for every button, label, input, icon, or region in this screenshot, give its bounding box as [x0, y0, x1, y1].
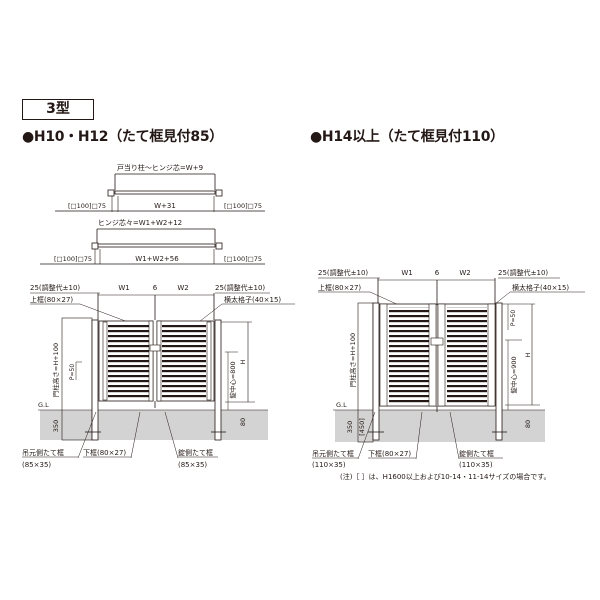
plan-single: 戸当り柱～ヒンジ芯=W+9 W+31 [□100]□75 [□100]□75	[55, 163, 265, 212]
svg-text:[□100]□75: [□100]□75	[224, 202, 262, 210]
svg-text:[□100]□75: [□100]□75	[224, 255, 262, 263]
svg-text:350: 350	[346, 421, 354, 433]
svg-text:[450]: [450]	[358, 418, 366, 435]
type-label: 3型	[22, 99, 94, 120]
svg-text:錠中心=900: 錠中心=900	[509, 356, 518, 393]
right-elevation: 25(調整代±10) W1 6 W2 25(調整代±10) 上框(80×27) …	[312, 268, 585, 469]
svg-text:上框(80×27): 上框(80×27)	[30, 295, 73, 304]
svg-text:[□100]□75: [□100]□75	[54, 255, 92, 263]
svg-text:W2: W2	[177, 284, 188, 292]
svg-text:[□100]□75: [□100]□75	[68, 202, 106, 210]
svg-text:W+31: W+31	[154, 202, 176, 210]
svg-text:(85×35): (85×35)	[178, 461, 207, 469]
svg-text:6: 6	[435, 269, 440, 277]
svg-text:下框(80×27): 下框(80×27)	[368, 449, 411, 458]
right-heading: ●H14以上（たて框見付110）	[310, 129, 504, 145]
svg-text:門柱高さ=H+100: 門柱高さ=H+100	[51, 343, 60, 397]
left-elevation: 25(調整代±10) W1 6 W2 25(調整代±10) 上框(80×27) …	[22, 283, 295, 469]
svg-text:ヒンジ芯々=W1+W2+12: ヒンジ芯々=W1+W2+12	[98, 218, 182, 227]
svg-text:W2: W2	[459, 269, 470, 277]
svg-text:H: H	[239, 359, 247, 364]
svg-text:戸当り柱～ヒンジ芯=W+9: 戸当り柱～ヒンジ芯=W+9	[117, 163, 203, 172]
svg-text:G.L: G.L	[38, 401, 49, 409]
svg-text:吊元側たて框: 吊元側たて框	[312, 449, 354, 458]
svg-text:錠中心=800: 錠中心=800	[228, 361, 237, 398]
svg-text:W1: W1	[401, 269, 412, 277]
svg-text:25(調整代±10): 25(調整代±10)	[215, 283, 265, 292]
svg-text:25(調整代±10): 25(調整代±10)	[318, 268, 368, 277]
plan-double: ヒンジ芯々=W1+W2+12 W1+W2+56 [□100]□75 [□100]…	[40, 218, 265, 265]
svg-text:錠側たて框: 錠側たて框	[459, 449, 494, 458]
svg-text:G.L: G.L	[336, 401, 347, 409]
svg-text:門柱高さ=H+100: 門柱高さ=H+100	[348, 333, 357, 387]
svg-text:80: 80	[524, 420, 532, 428]
svg-text:80: 80	[239, 418, 247, 426]
svg-text:P=50: P=50	[510, 310, 517, 326]
svg-text:下框(80×27): 下框(80×27)	[83, 448, 126, 457]
svg-text:W1+W2+56: W1+W2+56	[135, 255, 179, 263]
svg-text:W1: W1	[118, 284, 129, 292]
svg-text:6: 6	[153, 284, 158, 292]
svg-text:25(調整代±10): 25(調整代±10)	[498, 268, 548, 277]
svg-text:(110×35): (110×35)	[459, 461, 493, 469]
svg-text:H: H	[524, 352, 532, 357]
svg-text:吊元側たて框: 吊元側たて框	[22, 448, 64, 457]
svg-text:350: 350	[52, 420, 60, 432]
svg-text:P=50: P=50	[69, 364, 76, 380]
svg-text:(110×35): (110×35)	[312, 461, 346, 469]
svg-text:(85×35): (85×35)	[22, 461, 51, 469]
svg-text:25(調整代±10): 25(調整代±10)	[30, 283, 80, 292]
left-heading: ●H10・H12（たて框見付85）	[22, 129, 223, 145]
svg-text:横太格子(40×15): 横太格子(40×15)	[512, 283, 569, 292]
footnote: (注)［ ］は、H1600以上および10-14・11-14サイズの場合です。	[340, 473, 551, 481]
svg-text:横太格子(40×15): 横太格子(40×15)	[224, 295, 281, 304]
svg-text:錠側たて框: 錠側たて框	[178, 448, 213, 457]
svg-text:上框(80×27): 上框(80×27)	[318, 283, 361, 292]
